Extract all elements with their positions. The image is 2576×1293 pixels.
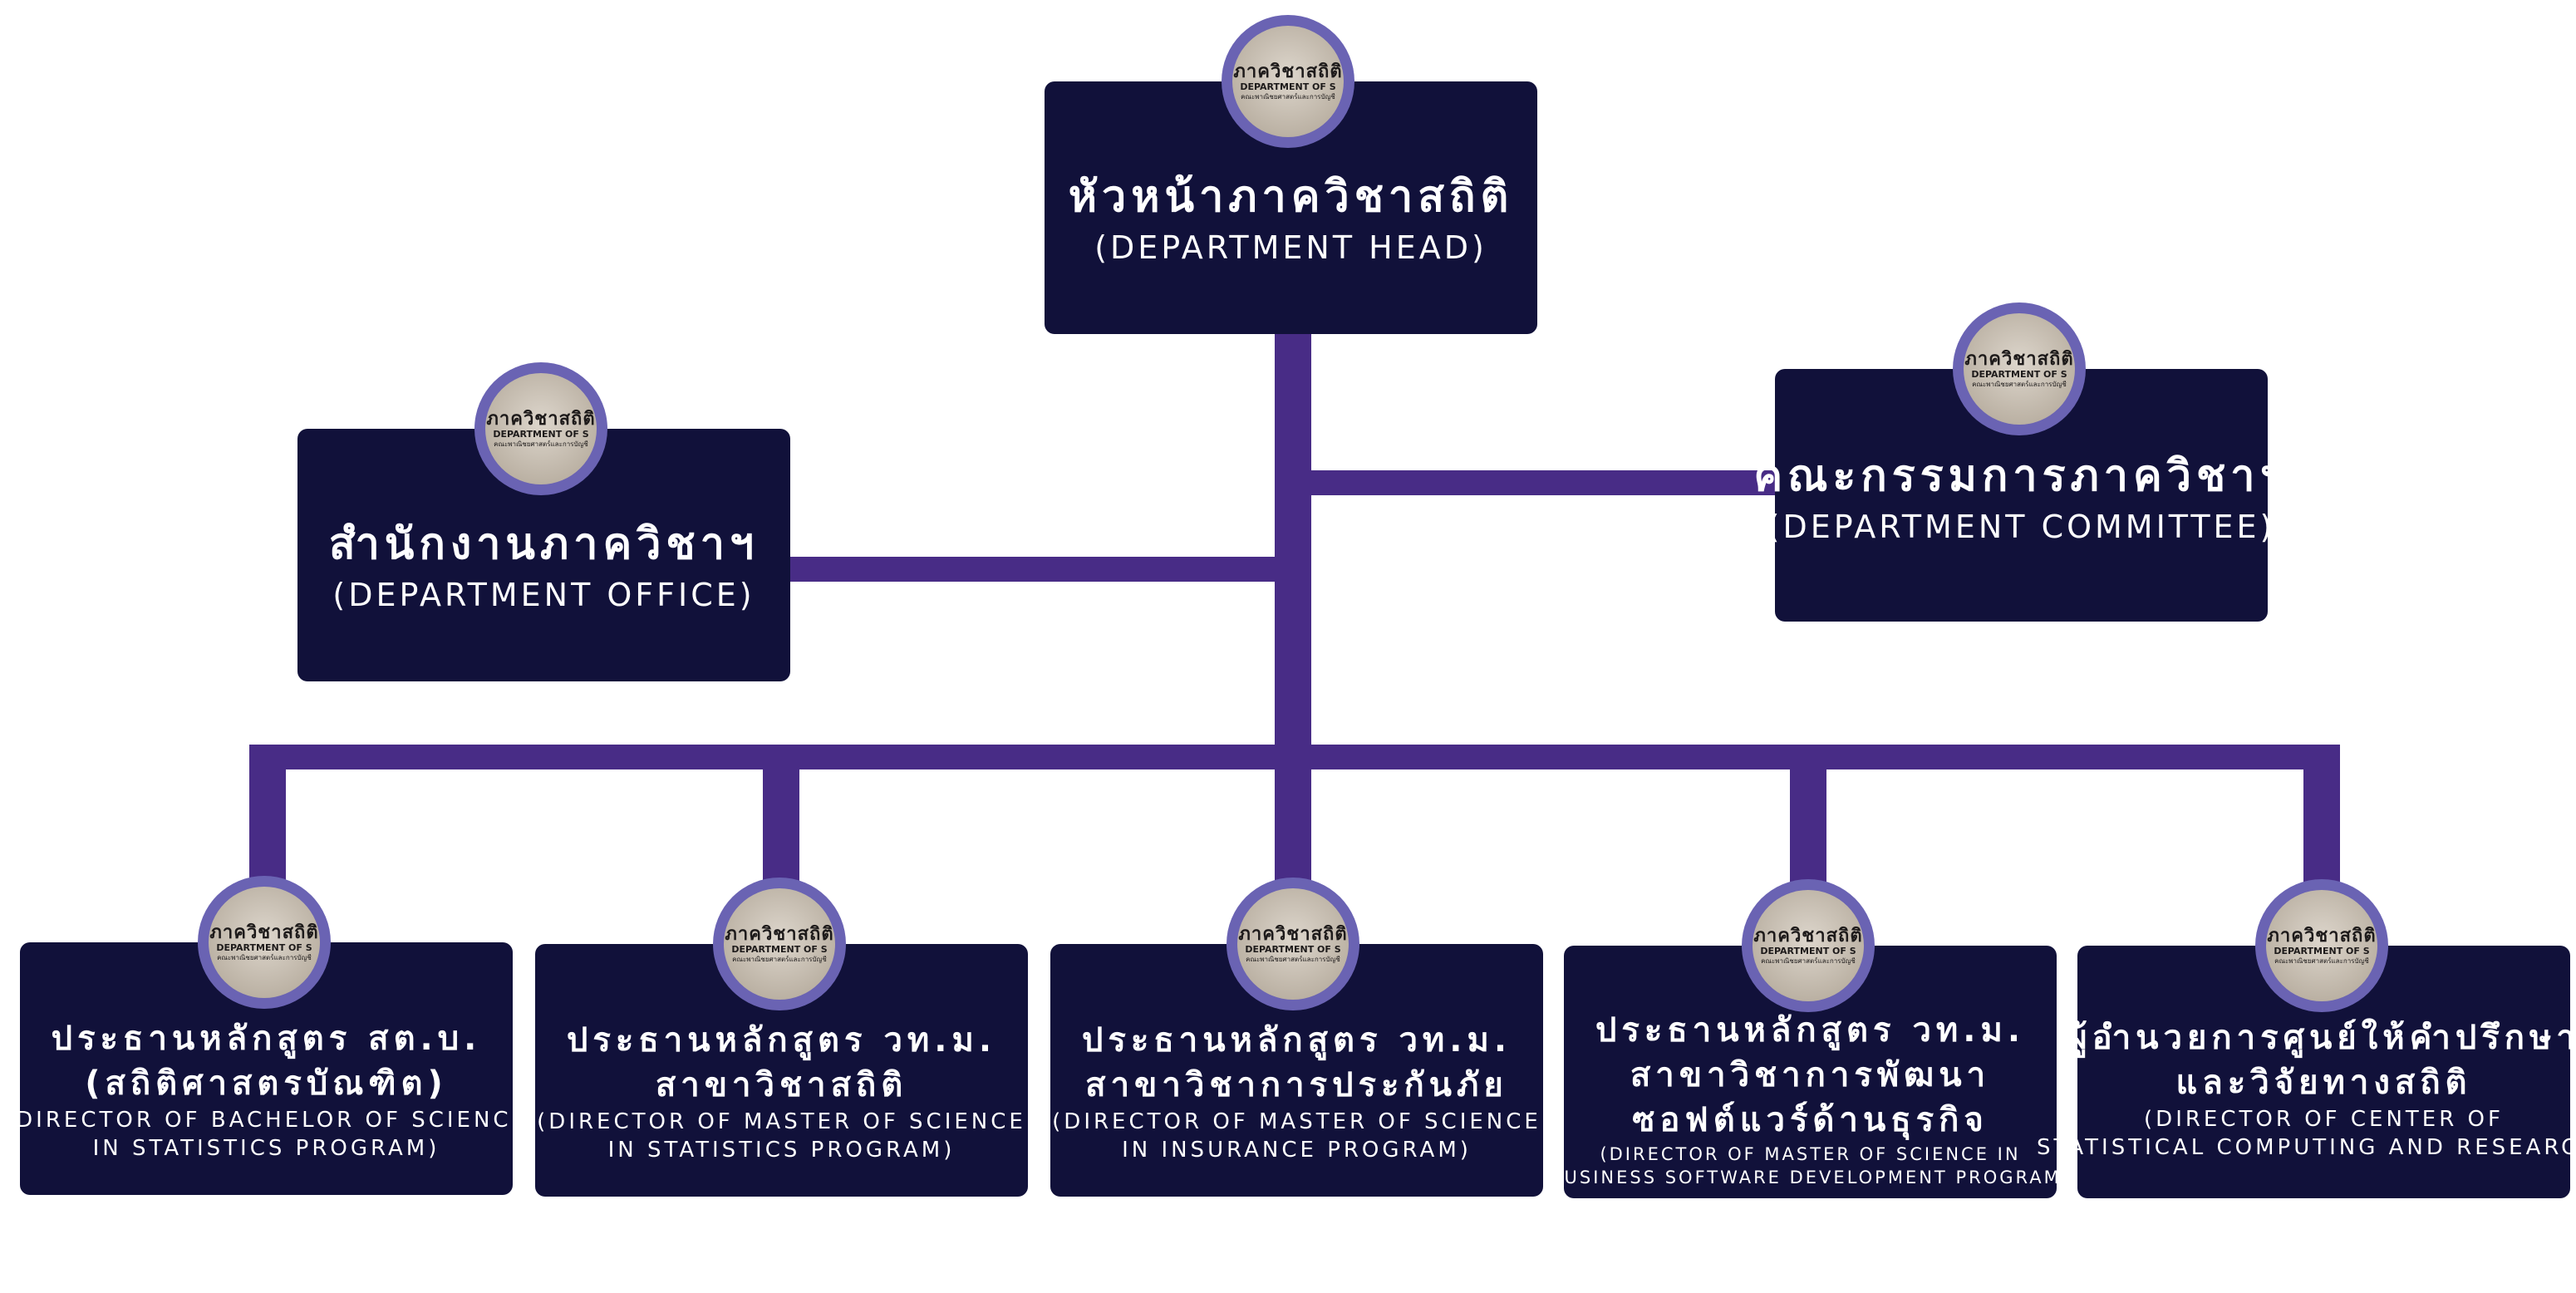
node-th-line: ประธานหลักสูตร สต.บ. — [51, 1020, 482, 1058]
node-en-line: (DIRECTOR OF MASTER OF SCIENCE — [1052, 1109, 1541, 1134]
node-th-line: ประธานหลักสูตร วท.ม. — [1081, 1021, 1512, 1059]
node-th-line: คณะกรรมการภาควิชาฯ — [1753, 451, 2289, 501]
node-en-line: IN INSURANCE PROGRAM) — [1122, 1138, 1472, 1163]
logo-text: ภาควิชาสถิติ — [209, 922, 319, 943]
connector-drop-5 — [2303, 745, 2340, 894]
node-th-line: ประธานหลักสูตร วท.ม. — [566, 1021, 997, 1059]
connector-office — [789, 557, 1280, 582]
node-en-line: BUSINESS SOFTWARE DEVELOPMENT PROGRAM) — [1550, 1168, 2071, 1187]
connector-bus — [249, 745, 2340, 769]
logo-text: DEPARTMENT OF S — [731, 944, 828, 955]
logo-text: คณะพาณิชยศาสตร์และการบัญชี — [2274, 957, 2369, 965]
node-th-line: ซอฟต์แวร์ด้านธุรกิจ — [1632, 1101, 1989, 1139]
node-th-line: หัวหน้าภาควิชาสถิติ — [1068, 172, 1514, 222]
logo-text: ภาควิชาสถิติ — [1964, 348, 2074, 370]
logo-text: คณะพาณิชยศาสตร์และการบัญชี — [494, 440, 588, 448]
node-en-line: (DIRECTOR OF CENTER OF — [2144, 1107, 2504, 1132]
node-en-line: (DIRECTOR OF MASTER OF SCIENCE IN — [1600, 1144, 2021, 1164]
logo-text: DEPARTMENT OF S — [1971, 369, 2067, 380]
logo-text: ภาควิชาสถิติ — [486, 408, 596, 430]
node-en-line: (DEPARTMENT OFFICE) — [332, 577, 755, 613]
connector-drop-2 — [763, 745, 799, 894]
logo-text: คณะพาณิชยศาสตร์และการบัญชี — [1246, 956, 1340, 963]
node-th-line: และวิจัยทางสถิติ — [2175, 1064, 2472, 1102]
logo-text: คณะพาณิชยศาสตร์และการบัญชี — [1241, 93, 1335, 101]
logo-text: ภาควิชาสถิติ — [725, 923, 834, 945]
logo-text: คณะพาณิชยศาสตร์และการบัญชี — [732, 956, 827, 963]
logo-text: DEPARTMENT OF S — [1760, 946, 1856, 956]
node-bsc-statistics: ประธานหลักสูตร สต.บ. (สถิติศาสตรบัณฑิต) … — [4, 942, 525, 1195]
connector-trunk — [1275, 332, 1311, 889]
logo-text: ภาควิชาสถิติ — [2267, 925, 2377, 946]
logo-text: ภาควิชาสถิติ — [1753, 925, 1863, 946]
node-th-line: สาขาวิชาสถิติ — [655, 1066, 908, 1104]
node-en-line: IN STATISTICS PROGRAM) — [607, 1138, 956, 1163]
logo-text: ภาควิชาสถิติ — [1233, 61, 1343, 82]
logo-text: คณะพาณิชยศาสตร์และการบัญชี — [1761, 957, 1856, 965]
logo-text: DEPARTMENT OF S — [493, 429, 589, 440]
node-th-line: สาขาวิชาการประกันภัย — [1085, 1066, 1508, 1104]
node-en-line: (DIRECTOR OF MASTER OF SCIENCE — [537, 1109, 1026, 1134]
logo-text: คณะพาณิชยศาสตร์และการบัญชี — [1972, 381, 2067, 388]
node-department-committee: คณะกรรมการภาควิชาฯ (DEPARTMENT COMMITTEE… — [1753, 369, 2284, 622]
logo-text: DEPARTMENT OF S — [1245, 944, 1341, 955]
logo-text: ภาควิชาสถิติ — [1238, 923, 1348, 945]
node-th-line: ผู้อำนวยการศูนย์ให้คำปรึกษา — [2067, 1019, 2576, 1057]
connector-committee — [1306, 470, 1778, 495]
node-en-line: IN STATISTICS PROGRAM) — [92, 1136, 440, 1161]
node-en-line: STATISTICAL COMPUTING AND RESEARCH) — [2037, 1135, 2576, 1160]
connector-drop-1 — [249, 745, 286, 894]
logo-text: DEPARTMENT OF S — [1240, 81, 1336, 92]
node-th-line: ประธานหลักสูตร วท.ม. — [1595, 1011, 2026, 1050]
node-th-line: สำนักงานภาควิชาฯ — [328, 519, 760, 569]
node-en-line: (DEPARTMENT COMMITTEE) — [1767, 509, 2276, 545]
connector-drop-4 — [1790, 745, 1826, 894]
node-en-line: (DEPARTMENT HEAD) — [1094, 229, 1487, 266]
node-th-line: สาขาวิชาการพัฒนา — [1630, 1056, 1991, 1094]
logo-text: DEPARTMENT OF S — [216, 942, 312, 953]
logo-text: คณะพาณิชยศาสตร์และการบัญชี — [217, 954, 312, 961]
node-th-line: (สถิติศาสตรบัณฑิต) — [85, 1064, 448, 1103]
node-en-line: (DIRECTOR OF BACHELOR OF SCIENCE — [4, 1108, 528, 1133]
logo-text: DEPARTMENT OF S — [2274, 946, 2370, 956]
